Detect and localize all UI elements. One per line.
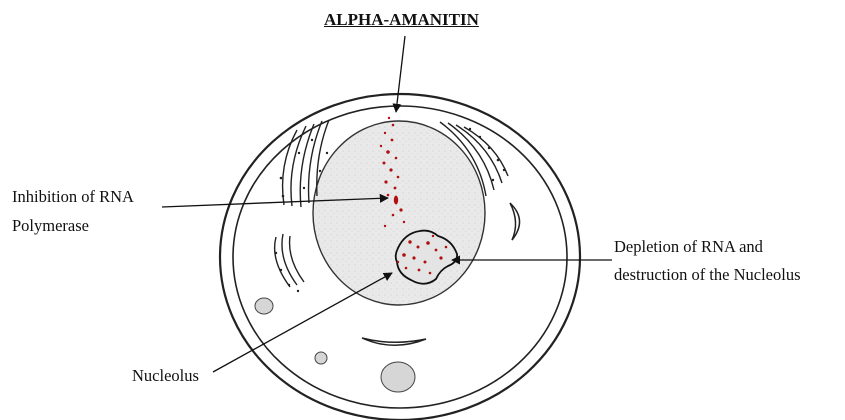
arrow-nucleolus [213, 273, 392, 372]
diagram-title: ALPHA-AMANITIN [324, 9, 479, 31]
nucleus [313, 121, 485, 305]
label-nucleolus: Nucleolus [132, 365, 199, 387]
label-depletion-line1: Depletion of RNA and [614, 236, 763, 258]
crescent-organelle-bottom [362, 338, 426, 345]
vesicle-left [255, 298, 273, 314]
vesicle-small [315, 352, 327, 364]
organelle-stack-left-lower [275, 234, 304, 287]
label-inhibition-line2: Polymerase [12, 215, 89, 237]
vesicle-bottom [381, 362, 415, 392]
label-depletion-line2: destruction of the Nucleolus [614, 264, 801, 286]
label-inhibition-line1: Inhibition of RNA [12, 186, 134, 208]
arrow-toxin-entry [396, 36, 405, 112]
crescent-organelle-right [510, 203, 520, 240]
